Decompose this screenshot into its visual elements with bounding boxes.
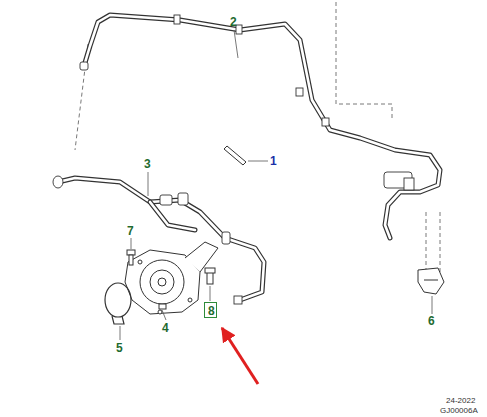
callout-number: 2 [230, 16, 237, 28]
callout-number: 3 [144, 158, 151, 170]
vacuum-hose-upper [84, 15, 440, 238]
callout-number: 6 [428, 315, 435, 327]
vacuum-hose-lower [58, 178, 264, 300]
callout-number: 5 [116, 342, 123, 354]
callout-number: 8 [208, 305, 213, 317]
callout-number: 7 [127, 225, 134, 237]
callout-box: 8 [204, 302, 217, 318]
hose-fittings [53, 176, 242, 304]
bolt [127, 250, 166, 309]
drawing-code: GJ00006A [440, 407, 478, 415]
pointer-arrow [222, 328, 258, 384]
drawing-code: 24-2022 [446, 397, 475, 405]
callout-number: 1 [270, 155, 277, 167]
pin [224, 146, 246, 165]
dashed-guide [75, 2, 440, 272]
leader-lines [120, 30, 432, 340]
callout-number: 4 [162, 322, 169, 334]
hose-clips [80, 15, 414, 190]
banjo-bolt [205, 268, 215, 284]
gasket-clamp [105, 283, 131, 324]
connector-elbow [418, 268, 444, 294]
